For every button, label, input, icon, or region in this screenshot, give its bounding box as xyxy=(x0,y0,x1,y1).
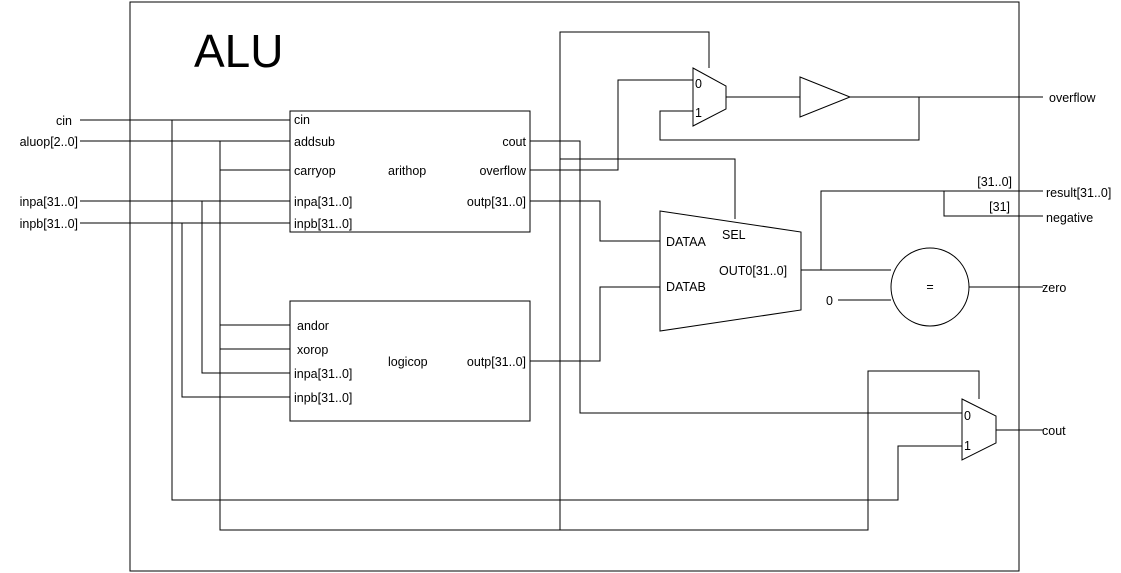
arithop-port-inpa: inpa[31..0] xyxy=(294,195,352,209)
wires xyxy=(80,31,1043,531)
input-inpb-label: inpb[31..0] xyxy=(20,217,78,231)
cout-mux xyxy=(961,398,997,461)
input-aluop-label: aluop[2..0] xyxy=(20,135,78,149)
zero-comparator xyxy=(890,247,970,327)
logicop-port-outp: outp[31..0] xyxy=(467,355,526,369)
overflow-mux-in0: 0 xyxy=(695,77,702,91)
arithop-name: arithop xyxy=(388,164,426,178)
comparator-const-input: 0 xyxy=(826,294,833,308)
output-cout-label: cout xyxy=(1042,424,1066,438)
output-negative-label: negative xyxy=(1046,211,1093,225)
arithop-port-cin: cin xyxy=(294,113,310,127)
negative-slice-label: [31] xyxy=(989,200,1010,214)
output-mux-sel: SEL xyxy=(722,228,746,242)
input-inpa-label: inpa[31..0] xyxy=(20,195,78,209)
logicop-port-inpb: inpb[31..0] xyxy=(294,391,352,405)
input-cin-label: cin xyxy=(56,114,72,128)
result-slice-label: [31..0] xyxy=(977,175,1012,189)
cout-mux-in0: 0 xyxy=(964,409,971,423)
arithop-port-outp: outp[31..0] xyxy=(467,195,526,209)
arithop-block xyxy=(289,110,531,233)
cout-mux-in1: 1 xyxy=(964,439,971,453)
logicop-port-andor: andor xyxy=(297,319,329,333)
output-mux-out: OUT0[31..0] xyxy=(719,264,787,278)
output-result-label: result[31..0] xyxy=(1046,186,1111,200)
output-mux-dataa: DATAA xyxy=(666,235,706,249)
arithop-port-cout: cout xyxy=(502,135,526,149)
output-mux-datab: DATAB xyxy=(666,280,706,294)
output-zero-label: zero xyxy=(1042,281,1066,295)
output-overflow-label: overflow xyxy=(1049,91,1097,105)
arithop-port-carryop: carryop xyxy=(294,164,336,178)
overflow-mux xyxy=(692,67,727,127)
alu-title: ALU xyxy=(194,25,283,77)
output-mux xyxy=(659,210,802,332)
arithop-port-overflow: overflow xyxy=(479,164,527,178)
comparator-symbol: = xyxy=(926,280,933,294)
logicop-port-inpa: inpa[31..0] xyxy=(294,367,352,381)
arithop-port-inpb: inpb[31..0] xyxy=(294,217,352,231)
logicop-block xyxy=(289,300,531,422)
overflow-buffer xyxy=(799,76,852,118)
overflow-mux-in1: 1 xyxy=(695,106,702,120)
logicop-port-xorop: xorop xyxy=(297,343,328,357)
logicop-name: logicop xyxy=(388,355,428,369)
arithop-port-addsub: addsub xyxy=(294,135,335,149)
alu-frame xyxy=(129,1,1020,572)
